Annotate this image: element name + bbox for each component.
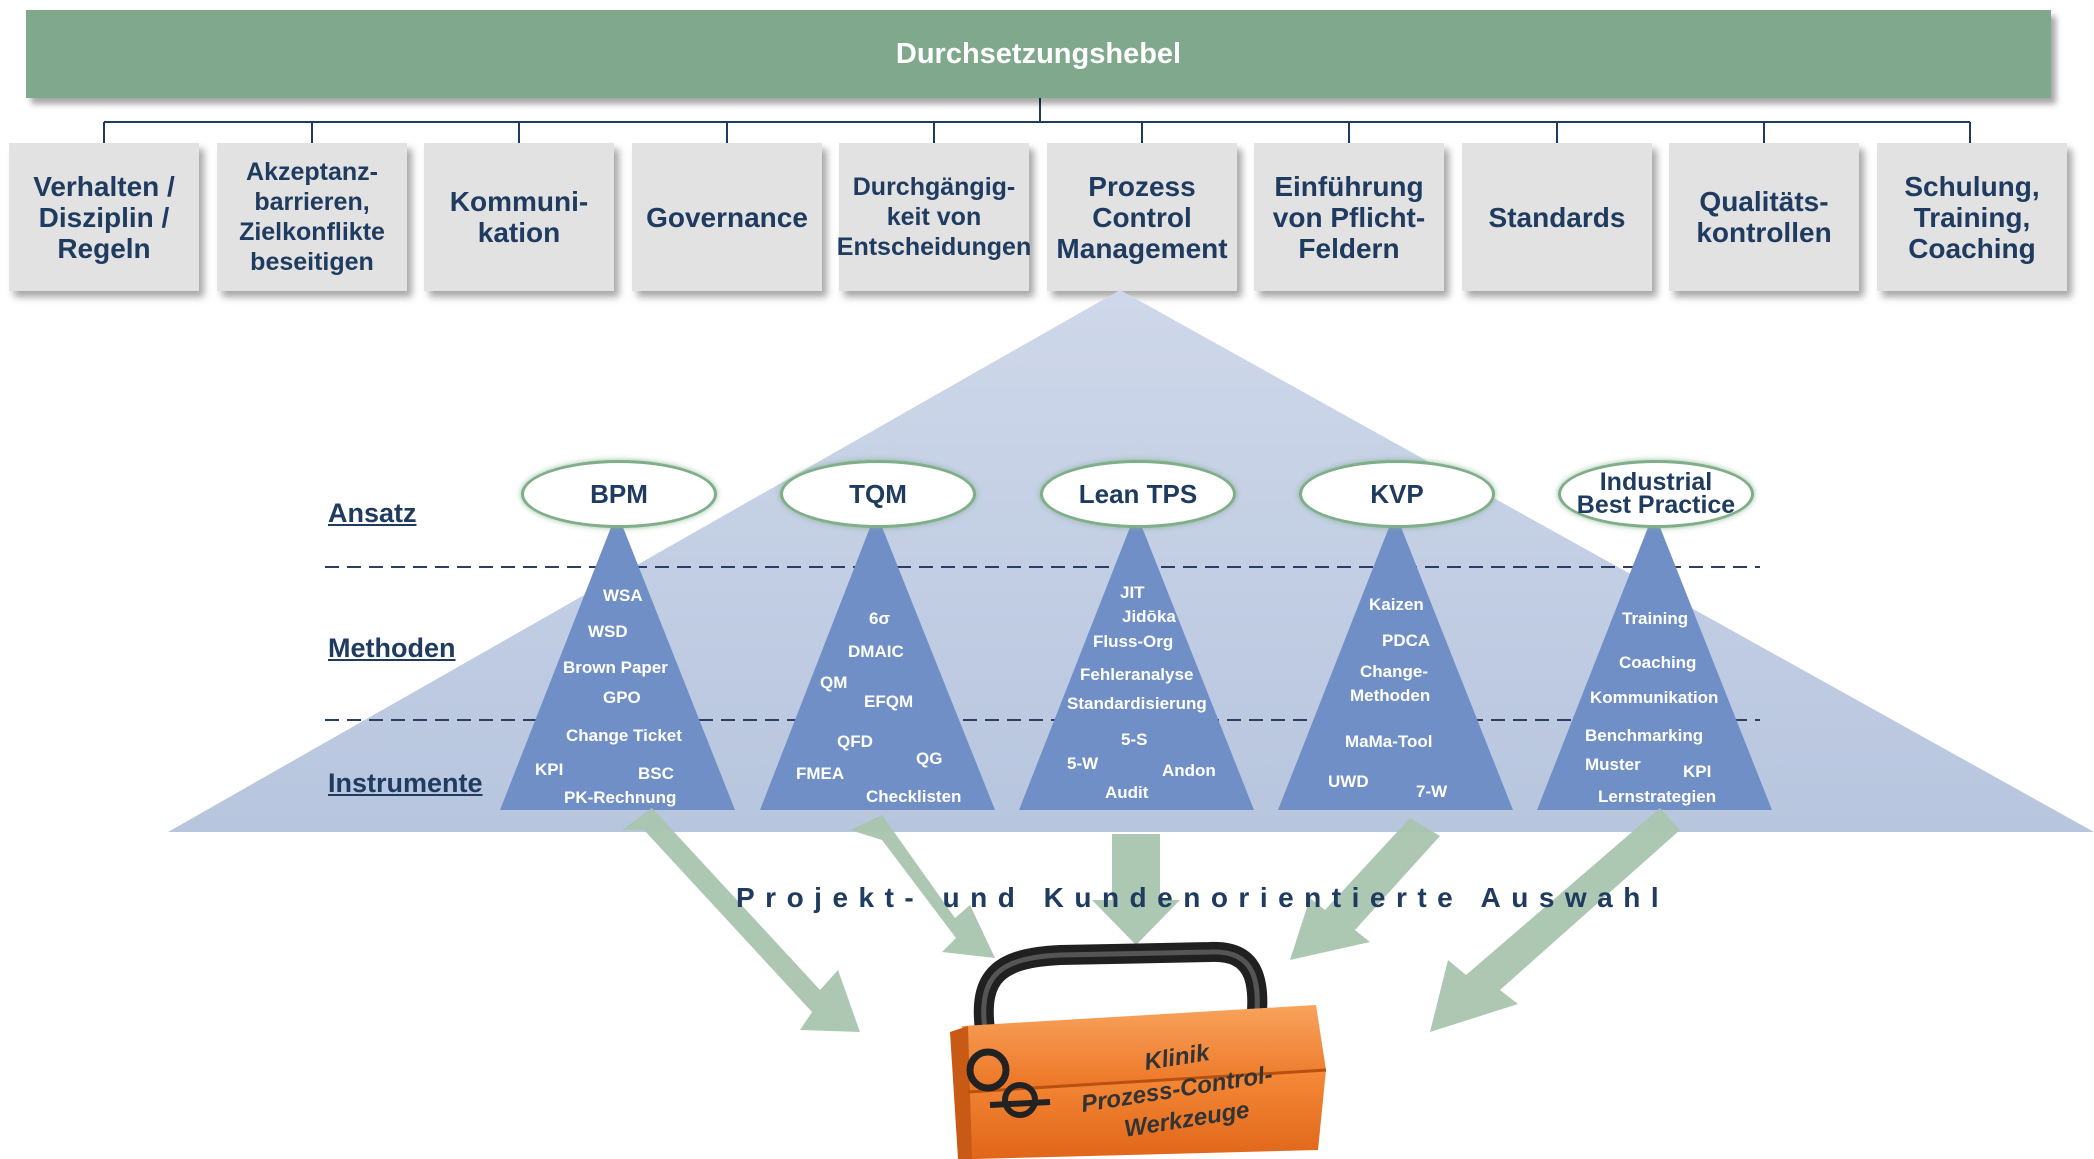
approach-label: TQM — [849, 478, 907, 509]
lever-standards: Standards — [1462, 143, 1652, 291]
toolbox-icon: Klinik Prozess-Control- Werkzeuge — [950, 941, 1327, 1159]
lever-label: Durchgängig- keit von Entscheidungen — [836, 173, 1032, 261]
instrument-item: QG — [916, 749, 943, 768]
instrument-item: QFD — [837, 732, 873, 751]
method-item: EFQM — [864, 692, 914, 711]
lever-verhalten: Verhalten / Disziplin / Regeln — [9, 143, 199, 291]
lean-tps-triangle — [1019, 512, 1254, 810]
lever-label: Prozess Control Management — [1056, 170, 1228, 264]
method-item: Jidōka — [1122, 607, 1176, 626]
method-item: Methoden — [1350, 686, 1431, 705]
lever-label: Akzeptanz- barrieren, Zielkonflikte bese… — [239, 158, 385, 276]
method-item: DMAIC — [848, 642, 904, 661]
lever-label: Governance — [646, 201, 808, 233]
lever-label: Kommuni- kation — [449, 186, 589, 248]
method-item: Brown Paper — [563, 658, 668, 677]
lever-einfuehrung: Einführung von Pflicht- Feldern — [1254, 143, 1444, 291]
instrument-item: Muster — [1585, 755, 1641, 774]
bpm-triangle — [500, 512, 735, 810]
lever-label: Schulung, Training, Coaching — [1904, 170, 2040, 264]
lever-kommunikation: Kommuni- kation — [424, 143, 614, 291]
arrow-bpm — [622, 808, 860, 1032]
lever-qualitaet: Qualitäts- kontrollen — [1669, 143, 1859, 291]
method-item: Fluss-Org — [1093, 632, 1174, 651]
method-item: PDCA — [1382, 631, 1431, 650]
lever-schulung: Schulung, Training, Coaching — [1877, 143, 2067, 291]
method-item: 6σ — [869, 609, 891, 628]
method-item: Kaizen — [1369, 595, 1424, 614]
arrow-lean — [1092, 834, 1180, 945]
instrument-item: BSC — [638, 764, 674, 783]
approach-kvp: KVP — [1299, 460, 1495, 528]
instrument-item: PK-Rechnung — [564, 788, 677, 807]
arrow-tqm — [850, 815, 995, 958]
instrument-item: 7-W — [1416, 782, 1448, 801]
approach-label: Lean TPS — [1078, 478, 1198, 509]
method-item: GPO — [603, 688, 641, 707]
instrument-item: MaMa-Tool — [1345, 732, 1433, 751]
instrument-item: KPI — [1683, 762, 1712, 781]
lever-akzeptanz: Akzeptanz- barrieren, Zielkonflikte bese… — [217, 143, 407, 291]
method-item: Standardisierung — [1067, 694, 1207, 713]
instrument-item: Checklisten — [866, 787, 962, 806]
method-item: Fehleranalyse — [1080, 665, 1194, 684]
approach-industrial-best-practice: Industrial Best Practice — [1558, 460, 1754, 528]
connector-tree — [103, 98, 1971, 143]
method-item: WSA — [603, 586, 643, 605]
selection-label: Projekt- und Kundenorientierte Auswahl — [736, 882, 1670, 913]
instrument-item: FMEA — [796, 764, 845, 783]
arrow-industrial — [1430, 808, 1680, 1032]
arrow-kvp — [1290, 818, 1440, 960]
instrument-item: 5-W — [1067, 754, 1099, 773]
instrument-item: UWD — [1328, 772, 1369, 791]
lever-label: Einführung von Pflicht- Feldern — [1272, 170, 1426, 264]
approach-bpm: BPM — [521, 460, 717, 528]
approach-tqm: TQM — [780, 460, 976, 528]
approach-label: Industrial Best Practice — [1576, 468, 1736, 519]
row-label-methoden: Methoden — [328, 633, 456, 663]
kvp-triangle — [1278, 512, 1513, 810]
lever-prozess-control: Prozess Control Management — [1047, 143, 1237, 291]
approach-label: KVP — [1370, 478, 1424, 509]
method-item: WSD — [588, 622, 628, 641]
instrument-item: Andon — [1162, 761, 1216, 780]
instrument-item: Audit — [1105, 783, 1149, 802]
industrial-triangle — [1537, 512, 1772, 810]
lever-label: Qualitäts- kontrollen — [1696, 186, 1832, 248]
lever-governance: Governance — [632, 143, 822, 291]
method-item: Coaching — [1619, 653, 1697, 672]
instrument-item: KPI — [535, 760, 564, 779]
tqm-triangle — [760, 512, 995, 810]
instrument-item: 5-S — [1121, 730, 1148, 749]
instrument-item: Benchmarking — [1585, 726, 1704, 745]
lever-label: Verhalten / Disziplin / Regeln — [33, 170, 175, 264]
approach-label: BPM — [590, 478, 648, 509]
lever-durchgaengigkeit: Durchgängig- keit von Entscheidungen — [836, 143, 1032, 291]
header-bar: Durchsetzungshebel — [26, 10, 2051, 98]
instrument-item: Change Ticket — [566, 726, 682, 745]
lever-label: Standards — [1488, 201, 1626, 233]
method-item: Change- — [1360, 662, 1428, 681]
header-title: Durchsetzungshebel — [895, 37, 1182, 70]
method-item: JIT — [1120, 583, 1145, 602]
instrument-item: Lernstrategien — [1598, 787, 1717, 806]
method-item: Training — [1622, 609, 1689, 628]
approach-lean-tps: Lean TPS — [1040, 460, 1236, 528]
method-item: Kommunikation — [1590, 688, 1719, 707]
row-label-instrumente: Instrumente — [328, 768, 483, 798]
row-label-ansatz: Ansatz — [328, 498, 417, 528]
method-item: QM — [820, 673, 848, 692]
